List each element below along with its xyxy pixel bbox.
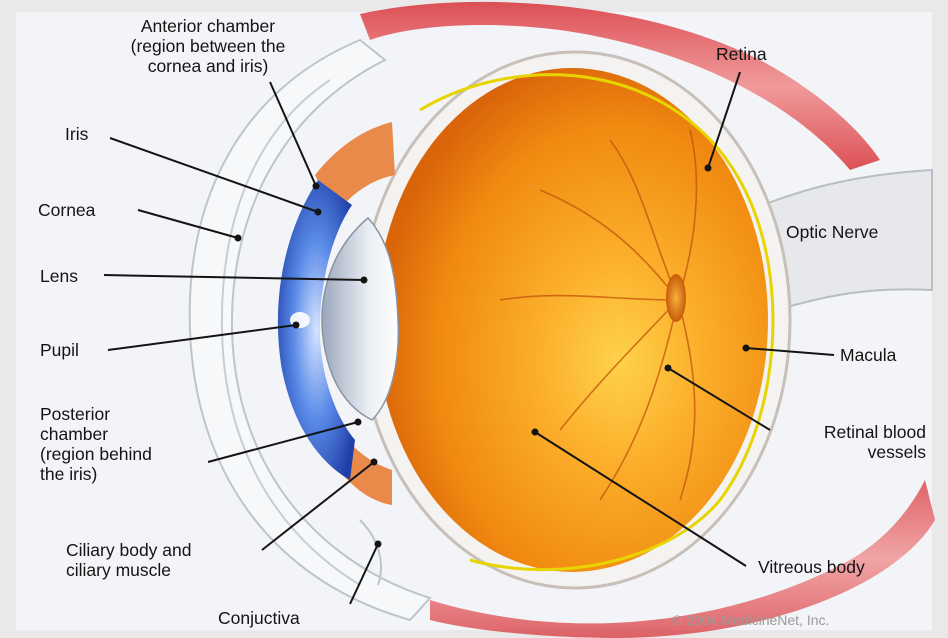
dot-macula: [744, 346, 749, 351]
dot-retinal-blood-vessels: [666, 366, 671, 371]
dot-vitreous-body: [533, 430, 538, 435]
dot-pupil: [294, 323, 299, 328]
copyright-notice: © 2004 MedicineNet, Inc.: [672, 612, 829, 628]
vitreous-body-shape: [376, 68, 768, 572]
dot-iris: [316, 210, 321, 215]
label-lens: Lens: [40, 266, 78, 286]
label-retinal-blood-vessels-line1: Retinal blood: [766, 422, 926, 442]
label-retinal-blood-vessels-line2: vessels: [766, 442, 926, 462]
dot-anterior-chamber: [314, 184, 319, 189]
label-posterior-chamber: Posterior chamber (region behind the iri…: [40, 404, 152, 484]
label-anterior-chamber: Anterior chamber (region between the cor…: [88, 16, 328, 76]
label-posterior-chamber-line2: chamber: [40, 424, 152, 444]
label-posterior-chamber-line3: (region behind: [40, 444, 152, 464]
dot-cornea: [236, 236, 241, 241]
label-pupil: Pupil: [40, 340, 79, 360]
dot-ciliary-body: [372, 460, 377, 465]
dot-lens: [362, 278, 367, 283]
dot-posterior-chamber: [356, 420, 361, 425]
label-posterior-chamber-line4: the iris): [40, 464, 152, 484]
label-ciliary-body-line2: ciliary muscle: [66, 560, 191, 580]
label-ciliary-body: Ciliary body and ciliary muscle: [66, 540, 191, 580]
label-retinal-blood-vessels: Retinal blood vessels: [766, 422, 926, 462]
label-iris: Iris: [65, 124, 88, 144]
label-anterior-chamber-line1: Anterior chamber: [88, 16, 328, 36]
label-anterior-chamber-line2: (region between the: [88, 36, 328, 56]
label-anterior-chamber-line3: cornea and iris): [88, 56, 328, 76]
label-retina: Retina: [716, 44, 767, 64]
label-posterior-chamber-line1: Posterior: [40, 404, 152, 424]
label-vitreous-body: Vitreous body: [758, 557, 865, 577]
label-cornea: Cornea: [38, 200, 95, 220]
label-optic-nerve: Optic Nerve: [786, 222, 878, 242]
macula-spot: [666, 274, 686, 322]
dot-conjuctiva: [376, 542, 381, 547]
label-macula: Macula: [840, 345, 896, 365]
label-conjuctiva: Conjuctiva: [218, 608, 300, 628]
dot-retina: [706, 166, 711, 171]
label-ciliary-body-line1: Ciliary body and: [66, 540, 191, 560]
